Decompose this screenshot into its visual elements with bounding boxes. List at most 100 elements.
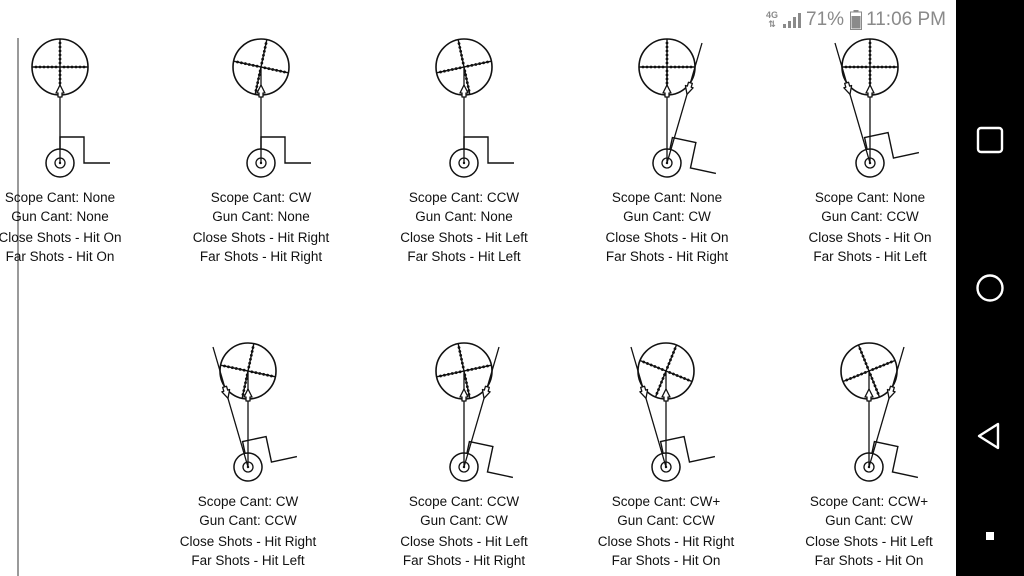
mil-dot (870, 377, 874, 380)
far-shots-label: Far Shots - Hit Right (402, 553, 526, 568)
mil-dot (645, 65, 649, 69)
mil-dot (868, 53, 872, 57)
mil-dot (665, 53, 669, 57)
recent-apps-button[interactable] (970, 120, 1010, 160)
mil-dot (446, 372, 450, 376)
mil-dot (243, 62, 247, 66)
mil-dot (457, 42, 461, 45)
cant-diagram (212, 342, 298, 482)
mil-dot (459, 353, 463, 357)
mil-dot (668, 371, 672, 374)
scope-cant-label: Scope Cant: None (4, 190, 116, 205)
mil-dot (458, 350, 462, 353)
mil-dot (240, 61, 243, 65)
mil-dot (458, 370, 462, 374)
mil-dot (878, 365, 882, 368)
bullet-path (463, 346, 500, 468)
mil-dot (875, 388, 878, 391)
mil-dot (649, 65, 653, 69)
mil-dot (58, 53, 62, 57)
mil-dot (849, 377, 852, 380)
arrow-marker (865, 84, 875, 98)
mil-dot (255, 64, 259, 68)
diagram-caption: Scope Cant: None Gun Cant: None Close Sh… (0, 188, 160, 266)
arrow-marker (481, 385, 491, 400)
cant-diagram (630, 342, 716, 482)
battery-percent: 71% (806, 9, 845, 30)
bullet-path (630, 346, 667, 468)
level-bracket (863, 131, 920, 164)
mil-dot (62, 65, 66, 69)
scope-cant-label: Scope Cant: CW (197, 494, 299, 509)
gun-body (233, 435, 298, 482)
mil-dot (689, 65, 693, 69)
diagram-cell: Scope Cant: CW Gun Cant: None Close Shot… (161, 35, 361, 285)
close-shots-label: Close Shots - Hit Left (400, 534, 528, 549)
far-shots-label: Far Shots - Hit Right (605, 249, 729, 264)
image-viewer[interactable]: Scope Cant: None Gun Cant: None Close Sh… (0, 0, 956, 576)
mil-dot (262, 49, 266, 53)
arrow-marker (639, 385, 649, 400)
back-button[interactable] (970, 416, 1010, 456)
circle-icon (976, 274, 1004, 302)
diagram-cell: Scope Cant: CCW Gun Cant: CW Close Shots… (364, 339, 564, 576)
mil-dot (679, 375, 683, 379)
mil-dot (242, 389, 246, 392)
mil-dot (263, 66, 267, 70)
mil-dot (262, 372, 266, 376)
far-shots-label: Far Shots - Hit Left (407, 249, 521, 264)
mil-dot (38, 65, 42, 69)
scope-cant-label: Scope Cant: CW (210, 190, 312, 205)
mil-dot (886, 362, 889, 365)
mil-dot (876, 391, 880, 395)
mil-dot (665, 45, 669, 49)
close-shots-label: Close Shots - Hit Left (805, 534, 933, 549)
mil-dot (873, 384, 877, 388)
mil-dot (642, 360, 646, 364)
mil-dot (244, 377, 248, 381)
mil-dot (465, 81, 469, 85)
mil-dot (845, 378, 849, 382)
mil-dot (256, 81, 260, 85)
gun-body (449, 440, 514, 482)
mil-dot (466, 389, 470, 392)
arrow-marker (684, 81, 694, 96)
arrow-marker (459, 84, 469, 98)
mil-dot (852, 65, 856, 69)
mil-dot (58, 61, 62, 65)
cant-diagram (31, 38, 110, 178)
scope-cant-label: Scope Cant: CCW (408, 190, 520, 205)
close-shots-label: Close Shots - Hit Right (597, 534, 735, 549)
mil-dot (78, 65, 82, 69)
mil-dot (439, 70, 442, 74)
mil-dot (460, 57, 464, 61)
diagram-caption: Scope Cant: CCW Gun Cant: None Close Sho… (364, 188, 564, 266)
mil-dot (892, 65, 896, 69)
mil-dot (58, 45, 62, 49)
diagram-cell: Scope Cant: CW+ Gun Cant: CCW Close Shot… (566, 339, 766, 576)
home-button[interactable] (970, 268, 1010, 308)
mil-dot (863, 371, 867, 374)
extra-nav-button[interactable] (970, 516, 1010, 556)
mil-dot (861, 354, 865, 358)
mil-dot (672, 351, 675, 354)
mil-dot (70, 65, 74, 69)
cant-diagram (638, 38, 717, 178)
mil-dot (459, 49, 463, 53)
mil-dot (884, 65, 888, 69)
gun-cant-label: Gun Cant: CCW (821, 209, 919, 224)
gun-cant-label: Gun Cant: CW (623, 209, 711, 224)
mil-dot (465, 385, 469, 389)
mil-dot (223, 364, 226, 368)
mil-dot (486, 60, 489, 64)
cant-diagram (840, 342, 919, 482)
mil-dot (275, 68, 279, 72)
cant-diagram (232, 38, 311, 178)
mil-dot (247, 63, 251, 66)
mil-dot (257, 77, 260, 81)
mil-dot (251, 63, 255, 67)
mil-dot (244, 381, 247, 385)
mil-dot (474, 367, 478, 370)
mil-dot (868, 49, 872, 53)
mil-dot (443, 373, 446, 377)
